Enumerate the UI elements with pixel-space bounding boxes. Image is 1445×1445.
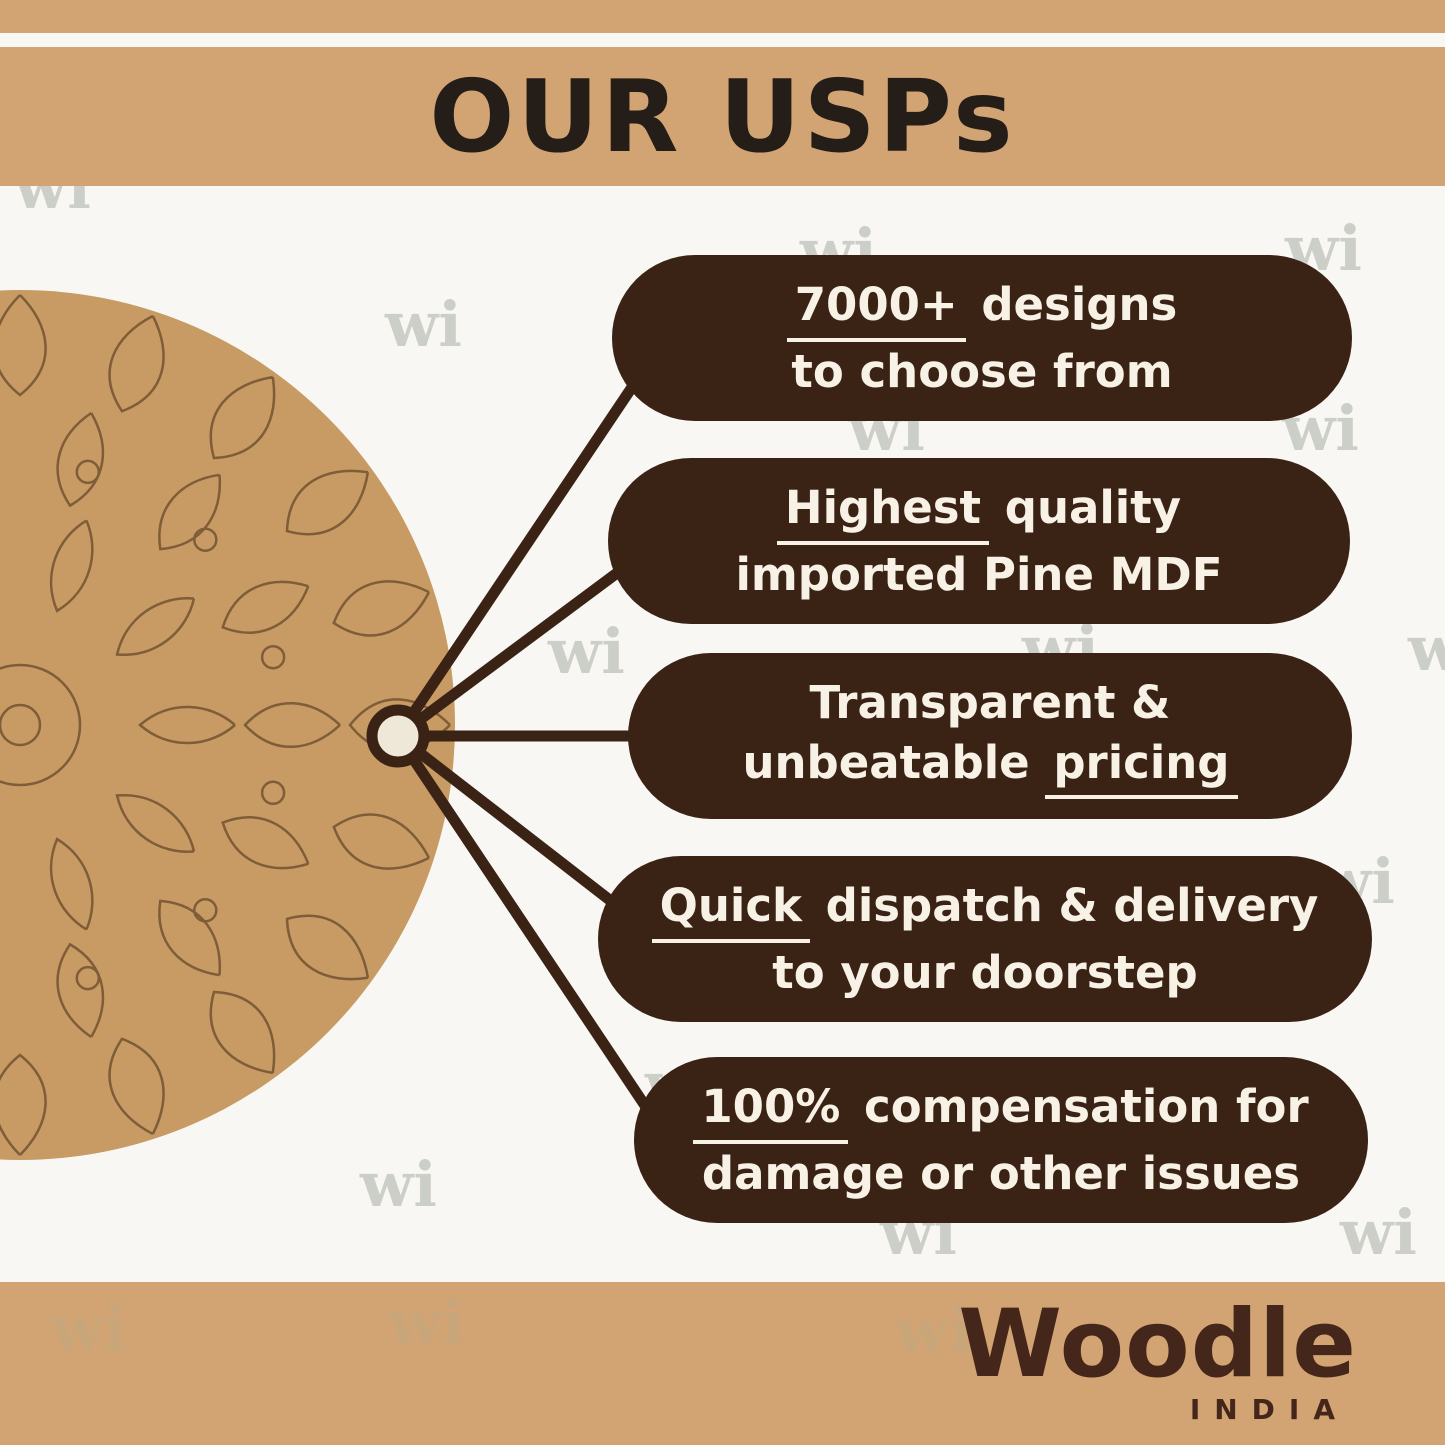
wi-watermark: wi	[548, 615, 625, 688]
wi-watermark: wi	[1408, 612, 1445, 685]
usp-text: unbeatable	[742, 735, 1046, 789]
mandala-mdf-board	[0, 290, 455, 1160]
usp-pill-dispatch: Quick dispatch & delivery to your doorst…	[598, 856, 1372, 1022]
usp-text-underlined: 100%	[693, 1077, 849, 1144]
top-accent-strip	[0, 0, 1445, 33]
wi-watermark: wi	[50, 1292, 127, 1365]
page-title: OUR USPs	[429, 58, 1016, 175]
usp-text: designs	[965, 278, 1178, 332]
usp-text: dispatch & delivery	[809, 879, 1319, 933]
usp-pill-pricing: Transparent & unbeatable pricing	[628, 653, 1352, 819]
wi-watermark: wi	[895, 1294, 972, 1367]
hub-dot	[366, 704, 430, 768]
brand-logo: Woodle INDIA	[958, 1290, 1357, 1426]
usp-text-underlined: 7000+	[786, 275, 966, 342]
bottom-accent-band	[0, 1282, 1445, 1445]
usp-text: to your doorstep	[772, 945, 1198, 999]
usp-text: Transparent &	[809, 676, 1171, 730]
usp-text: compensation for	[848, 1080, 1309, 1134]
brand-logo-name: Woodle	[958, 1290, 1357, 1399]
wi-watermark: wi	[1340, 1196, 1417, 1269]
usp-text: quality	[989, 481, 1182, 535]
usp-text-underlined: pricing	[1045, 733, 1238, 799]
brand-logo-country: INDIA	[1189, 1392, 1349, 1426]
wi-watermark: wi	[388, 1286, 465, 1359]
usp-text-underlined: Quick	[651, 876, 810, 943]
usp-pill-compensation: 100% compensation for damage or other is…	[634, 1057, 1368, 1223]
wi-watermark: wi	[360, 1148, 437, 1221]
usp-pill-designs: 7000+ designs to choose from	[612, 255, 1352, 421]
title-band: OUR USPs	[0, 47, 1445, 186]
usp-text-underlined: Highest	[776, 478, 990, 545]
usp-text: to choose from	[791, 344, 1173, 398]
wi-watermark: wi	[385, 288, 462, 361]
usp-text: damage or other issues	[701, 1146, 1301, 1200]
usp-text: imported Pine MDF	[735, 547, 1223, 601]
usp-pill-quality: Highest quality imported Pine MDF	[608, 458, 1350, 624]
